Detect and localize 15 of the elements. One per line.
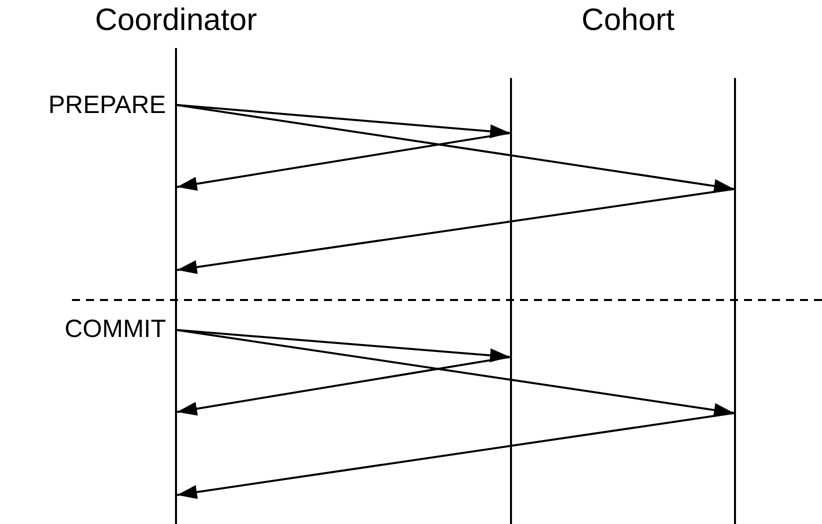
arrow	[176, 104, 510, 138]
arrow	[176, 132, 510, 191]
arrow	[176, 356, 510, 416]
lifeline-heading: Cohort	[581, 4, 675, 35]
arrow	[176, 329, 510, 362]
lifeline-heading: Coordinator	[95, 4, 257, 35]
lifeline	[175, 48, 177, 524]
lifeline	[734, 78, 736, 524]
arrow	[176, 104, 734, 193]
arrow	[176, 329, 734, 417]
phase-label: COMMIT	[64, 317, 166, 342]
arrow	[176, 412, 734, 499]
arrow	[176, 188, 734, 274]
lifeline	[510, 78, 512, 524]
phase-label: PREPARE	[48, 93, 166, 118]
